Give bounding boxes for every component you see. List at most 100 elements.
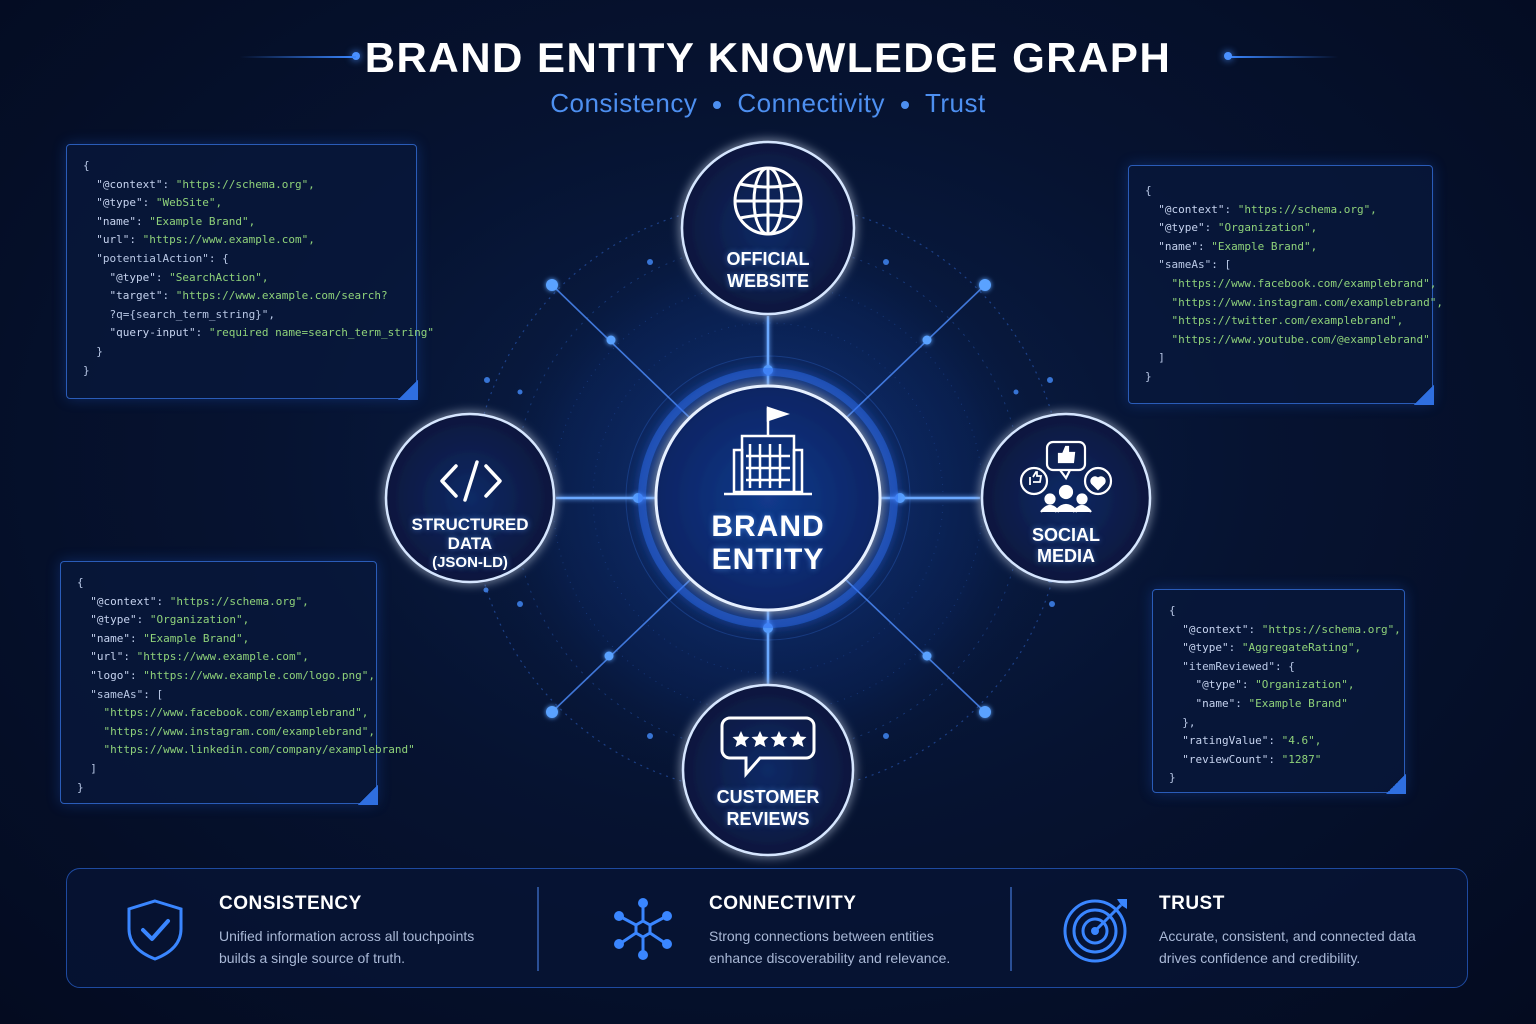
code-line: ?q={search_term_string}",	[83, 307, 276, 321]
code-line: ]	[1145, 351, 1165, 365]
label-social-media: SOCIAL MEDIA	[986, 525, 1146, 567]
feature-description: Strong connections between entities enha…	[709, 925, 999, 969]
code-line: "@type": "WebSite",	[96, 196, 223, 210]
subtitle-consistency: Consistency	[550, 88, 698, 118]
shield-check-icon	[127, 899, 183, 961]
code-line: "@type": "AggregateRating",	[1182, 641, 1362, 655]
network-icon	[614, 898, 672, 960]
divider	[1010, 887, 1012, 971]
page-fold-corner	[1386, 774, 1406, 794]
diagonal-connectors	[551, 284, 986, 713]
feature-description: Accurate, consistent, and connected data…	[1159, 925, 1449, 969]
label-line: SOCIAL	[1031, 525, 1100, 545]
subtitle-trust: Trust	[924, 88, 986, 118]
page-title: BRAND ENTITY KNOWLEDGE GRAPH	[364, 34, 1172, 81]
node-structured-data[interactable]	[384, 412, 556, 584]
dot	[483, 587, 489, 593]
dot	[647, 733, 653, 739]
code-line: "@type": "Organization",	[1195, 678, 1355, 692]
label-line: STRUCTURED	[411, 515, 529, 534]
dot	[979, 279, 991, 291]
dot	[647, 259, 653, 265]
code-line: "reviewCount": "1287"	[1182, 752, 1322, 766]
dot	[883, 259, 889, 265]
dot	[546, 706, 558, 718]
code-line: }	[83, 363, 90, 377]
subtitle-connectivity: Connectivity	[737, 88, 885, 118]
code-line: }	[1145, 369, 1152, 383]
code-line: "target": "https://www.example.com/searc…	[109, 289, 388, 303]
title-right-line	[1228, 56, 1338, 58]
code-block-website-schema: { "@context": "https://schema.org", "@ty…	[66, 144, 435, 400]
code-line: {	[1145, 184, 1152, 197]
desc-line: Accurate, consistent, and connected data	[1159, 928, 1416, 944]
code-line: ]	[77, 761, 97, 775]
title-left-line	[240, 56, 356, 58]
code-line: "ratingValue": "4.6",	[1182, 734, 1322, 748]
dot	[883, 733, 889, 739]
label-line: OFFICIAL	[726, 249, 810, 269]
center-halo	[638, 368, 898, 628]
desc-line: Strong connections between entities	[709, 928, 934, 944]
label-brand-entity: BRAND ENTITY	[698, 510, 838, 576]
code-line: "name": "Example Brand",	[90, 631, 250, 645]
connector-bottom-right	[845, 579, 986, 713]
code-line: "@type": "Organization",	[1158, 221, 1318, 235]
code-line: "https://www.facebook.com/examplebrand",	[1145, 276, 1437, 290]
desc-line: builds a single source of truth.	[219, 950, 405, 966]
target-icon	[1063, 899, 1127, 963]
dot	[979, 706, 991, 718]
code-line: "@type": "Organization",	[90, 613, 250, 627]
page-fold-corner	[358, 785, 378, 805]
code-line: }	[77, 780, 84, 794]
label-line: DATA	[447, 534, 493, 553]
building-icon	[724, 406, 812, 496]
code-line: },	[1169, 715, 1196, 729]
social-icon	[1019, 440, 1113, 513]
code-line: "https://www.youtube.com/@examplebrand"	[1145, 332, 1430, 346]
code-line: "potentialAction": {	[83, 251, 229, 265]
code-line: "@context": "https://schema.org",	[96, 177, 315, 191]
code-line: "@context": "https://schema.org",	[1182, 622, 1401, 636]
code-line: "https://www.linkedin.com/company/exampl…	[77, 743, 415, 757]
feature-connectivity: CONNECTIVITY Strong connections between …	[557, 869, 1017, 989]
feature-title: CONSISTENCY	[219, 893, 362, 914]
code-line: "@type": "SearchAction",	[109, 270, 269, 284]
code-line: "https://www.instagram.com/examplebrand"…	[77, 724, 376, 738]
dot	[606, 335, 616, 345]
code-block-organization-sameas: { "@context": "https://schema.org", "@ty…	[1128, 165, 1444, 405]
label-line: BRAND	[711, 510, 825, 543]
code-line: "sameAs": [	[1145, 258, 1232, 272]
dot	[1047, 377, 1053, 383]
label-line: CUSTOMER	[716, 787, 820, 807]
subtitle-separator	[900, 101, 909, 110]
code-line: "sameAs": [	[77, 687, 164, 701]
code-line: }	[1169, 771, 1176, 785]
dot	[546, 279, 558, 291]
node-customer-reviews[interactable]	[681, 683, 855, 857]
code-line: {	[77, 576, 84, 589]
label-customer-reviews: CUSTOMER REVIEWS	[688, 786, 848, 830]
page-fold-corner	[398, 380, 418, 400]
connector-top-right	[845, 284, 986, 419]
code-line: "https://www.facebook.com/examplebrand",	[77, 706, 369, 720]
code-line: }	[83, 344, 103, 358]
feature-trust: TRUST Accurate, consistent, and connecte…	[1011, 869, 1467, 989]
divider	[537, 887, 539, 971]
title-right-dot	[1224, 52, 1232, 60]
connector-bottom-left	[551, 579, 691, 713]
feature-title: TRUST	[1159, 893, 1225, 914]
code-line: "query-input": "required name=search_ter…	[109, 326, 435, 340]
dot	[517, 601, 523, 607]
dot	[604, 651, 614, 661]
code-line: "https://www.instagram.com/examplebrand"…	[1145, 295, 1444, 309]
node-brand-entity[interactable]	[654, 384, 882, 612]
label-line: WEBSITE	[726, 271, 809, 291]
code-line: "url": "https://www.example.com",	[96, 233, 315, 247]
desc-line: Unified information across all touchpoin…	[219, 928, 475, 944]
code-line: "name": "Example Brand",	[1158, 239, 1318, 253]
code-line: "url": "https://www.example.com",	[90, 650, 309, 664]
review-stars-icon	[720, 716, 816, 778]
desc-line: enhance discoverability and relevance.	[709, 950, 951, 966]
